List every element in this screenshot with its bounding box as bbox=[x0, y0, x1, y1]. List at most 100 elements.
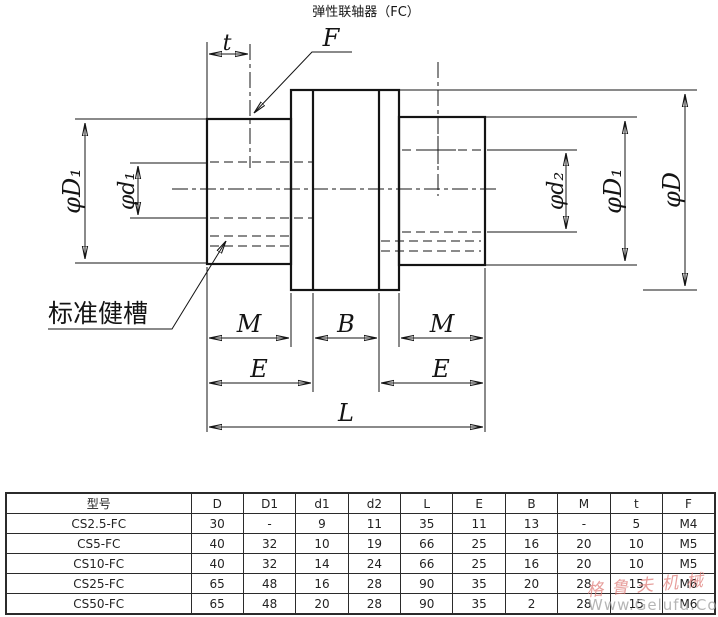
table-cell: 25 bbox=[452, 553, 506, 574]
left-hub bbox=[205, 117, 293, 266]
col-header: D bbox=[190, 492, 244, 514]
center-lines bbox=[172, 44, 500, 196]
table-cell: CS2.5-FC bbox=[5, 513, 192, 534]
table-cell: 40 bbox=[190, 553, 244, 574]
table-cell: 28 bbox=[557, 573, 611, 594]
table-cell: CS25-FC bbox=[5, 573, 192, 594]
col-header: F bbox=[662, 492, 716, 514]
label-t: t bbox=[223, 31, 232, 56]
table-cell: 48 bbox=[242, 593, 297, 615]
coupling-outline bbox=[205, 88, 487, 292]
col-header: d1 bbox=[295, 492, 349, 514]
label-dia-d1: φd₁ bbox=[115, 172, 140, 210]
keyway-note-label: 标准健槽 bbox=[48, 299, 148, 328]
col-header: E bbox=[452, 492, 506, 514]
table-cell: 14 bbox=[295, 553, 349, 574]
table-cell: 28 bbox=[557, 593, 611, 615]
table-cell: 20 bbox=[557, 533, 611, 554]
col-header: d2 bbox=[347, 492, 402, 514]
table-cell: 48 bbox=[242, 573, 297, 594]
table-cell: M6 bbox=[662, 573, 716, 594]
hidden-lines bbox=[210, 149, 483, 252]
label-M-right: M bbox=[429, 310, 456, 338]
table-cell: 16 bbox=[295, 573, 349, 594]
col-header: t bbox=[609, 492, 664, 514]
table-cell: 28 bbox=[347, 593, 402, 615]
table-cell: 32 bbox=[242, 553, 297, 574]
table-cell: M6 bbox=[662, 593, 716, 615]
table-cell: M4 bbox=[662, 513, 716, 534]
table-cell: 13 bbox=[504, 513, 559, 534]
center-flange-block bbox=[289, 88, 401, 292]
table-cell: 11 bbox=[347, 513, 402, 534]
technical-drawing: 弹性联轴器（FC） bbox=[48, 5, 697, 432]
table-cell: 90 bbox=[400, 573, 454, 594]
table-cell: - bbox=[557, 513, 611, 534]
col-header: L bbox=[400, 492, 454, 514]
table-cell: CS50-FC bbox=[5, 593, 192, 615]
table-cell: 30 bbox=[190, 513, 244, 534]
table-cell: 66 bbox=[400, 553, 454, 574]
label-L: L bbox=[337, 399, 354, 427]
table-cell: 15 bbox=[609, 573, 664, 594]
table-cell: M5 bbox=[662, 533, 716, 554]
F-leader-arrow bbox=[254, 51, 352, 113]
table-cell: 10 bbox=[295, 533, 349, 554]
table-cell: 16 bbox=[504, 553, 559, 574]
label-E-right: E bbox=[431, 355, 450, 383]
table-cell: CS5-FC bbox=[5, 533, 192, 554]
table-cell: 9 bbox=[295, 513, 349, 534]
table-cell: 40 bbox=[190, 533, 244, 554]
col-header: M bbox=[557, 492, 611, 514]
label-dia-D1-right: φD₁ bbox=[599, 168, 627, 214]
table-cell: 16 bbox=[504, 533, 559, 554]
table-cell: 32 bbox=[242, 533, 297, 554]
table-cell: 24 bbox=[347, 553, 402, 574]
drawing-title: 弹性联轴器（FC） bbox=[312, 5, 420, 20]
label-dia-D: φD bbox=[658, 172, 686, 208]
label-B: B bbox=[336, 310, 355, 338]
table-cell: 20 bbox=[504, 573, 559, 594]
table-cell: 25 bbox=[452, 533, 506, 554]
table-cell: 20 bbox=[557, 553, 611, 574]
table-cell: 28 bbox=[347, 573, 402, 594]
extension-lines bbox=[75, 42, 697, 432]
table-cell: 15 bbox=[609, 593, 664, 615]
leader-lines bbox=[48, 51, 352, 330]
table-cell: - bbox=[242, 513, 297, 534]
table-cell: 35 bbox=[400, 513, 454, 534]
table-cell: 35 bbox=[452, 573, 506, 594]
table-cell: 11 bbox=[452, 513, 506, 534]
table-cell: 90 bbox=[400, 593, 454, 615]
table-cell: M5 bbox=[662, 553, 716, 574]
table-cell: 10 bbox=[609, 533, 664, 554]
table-cell: 66 bbox=[400, 533, 454, 554]
table-cell: 10 bbox=[609, 553, 664, 574]
table-cell: 65 bbox=[190, 573, 244, 594]
table-cell: 35 bbox=[452, 593, 506, 615]
col-header: 型号 bbox=[5, 492, 192, 514]
col-header: B bbox=[504, 492, 559, 514]
right-hub bbox=[397, 115, 487, 267]
col-header: D1 bbox=[242, 492, 297, 514]
dimension-lines bbox=[85, 54, 685, 427]
keyway-leader-arrow bbox=[48, 241, 226, 330]
label-M-left: M bbox=[236, 310, 263, 338]
label-dia-D1-left: φD₁ bbox=[58, 168, 86, 214]
table-cell: 20 bbox=[295, 593, 349, 615]
table-cell: 19 bbox=[347, 533, 402, 554]
table-cell: 5 bbox=[609, 513, 664, 534]
label-E-left: E bbox=[249, 355, 268, 383]
table-cell: 2 bbox=[504, 593, 559, 615]
table-cell: CS10-FC bbox=[5, 553, 192, 574]
label-dia-d2: φd₂ bbox=[544, 172, 569, 210]
